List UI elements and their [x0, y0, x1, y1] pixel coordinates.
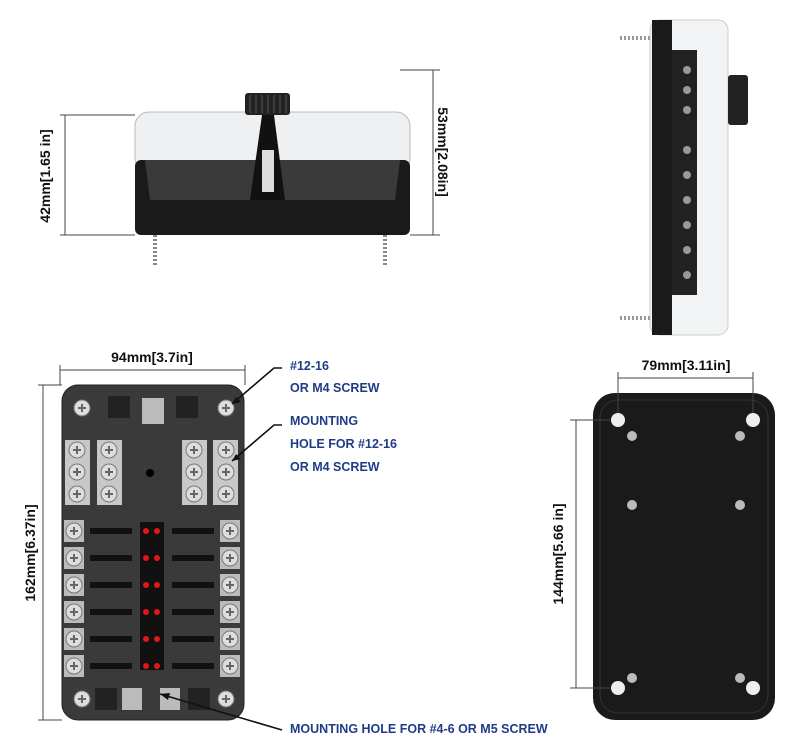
callouts: #12-16 OR M4 SCREW MOUNTING HOLE FOR #12… [159, 359, 548, 736]
dimension-side-height: 42mm[1.65 in] [37, 129, 53, 222]
dimension-top-height: 162mm[6.37in] [22, 504, 38, 601]
dimension-back-height: 144mm[5.66 in] [550, 503, 566, 604]
end-view [620, 19, 748, 336]
side-view: 42mm[1.65 in] 53mm[2.08in] [37, 69, 451, 265]
dimension-back-width: 79mm[3.11in] [642, 357, 731, 373]
mounting-screws [153, 235, 387, 265]
top-view: 94mm[3.7in] 162mm[6.37in] [22, 349, 246, 721]
fuse-strip [140, 522, 164, 670]
callout-bottom-mount: MOUNTING HOLE FOR #4-6 OR M5 SCREW [290, 722, 548, 736]
callout-mount-line2: HOLE FOR #12-16 [290, 437, 397, 451]
callout-screw-line2: OR M4 SCREW [290, 381, 380, 395]
callout-mount-line3: OR M4 SCREW [290, 460, 380, 474]
back-view: 79mm[3.11in] 144mm[5.66 in] [550, 357, 775, 720]
callout-mount-line1: MOUNTING [290, 414, 358, 428]
dimension-side-total-height: 53mm[2.08in] [435, 107, 451, 196]
dimension-top-width: 94mm[3.7in] [111, 349, 193, 365]
callout-screw-line1: #12-16 [290, 359, 329, 373]
